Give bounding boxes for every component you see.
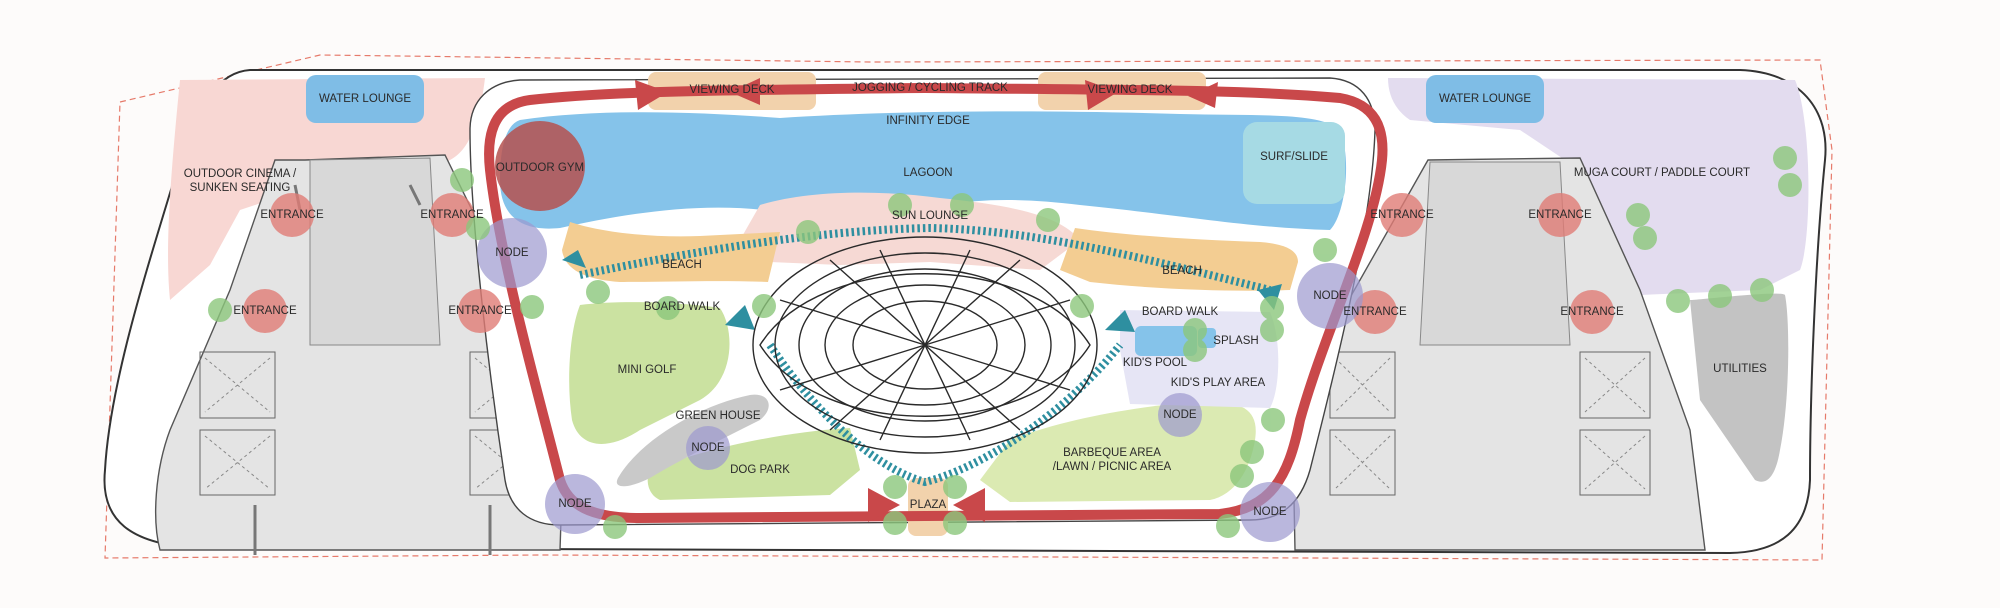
label-node-3: NODE — [691, 442, 725, 454]
board-walk-arrow-1 — [562, 250, 586, 268]
label-plaza: PLAZA — [910, 499, 947, 511]
node-marker-1 — [477, 218, 547, 288]
label-splash: SPLASH — [1213, 335, 1258, 347]
label-utilities: UTILITIES — [1713, 363, 1767, 375]
label-bbq-1: BARBEQUE AREA — [1063, 447, 1161, 459]
plaza-area — [908, 478, 948, 536]
label-lagoon: LAGOON — [903, 167, 952, 179]
track-arrow-4 — [1188, 82, 1218, 108]
label-board-walk-left: BOARD WALK — [644, 301, 721, 313]
mini-golf-lawn — [569, 302, 730, 444]
entrance-marker-4 — [458, 289, 502, 333]
label-dog-park: DOG PARK — [730, 464, 790, 476]
label-entrance-3: ENTRANCE — [233, 305, 297, 317]
muga-court-zone — [1388, 78, 1809, 295]
label-surf-slide: SURF/SLIDE — [1260, 151, 1328, 163]
label-water-lounge-left: WATER LOUNGE — [319, 93, 411, 105]
entrance-marker-8 — [1570, 290, 1614, 334]
label-entrance-2: ENTRANCE — [420, 209, 484, 221]
building-right-hatch — [1334, 357, 1646, 490]
label-green-house: GREEN HOUSE — [676, 410, 761, 422]
board-walk-arrow-2 — [725, 305, 755, 330]
track-arrow-2 — [730, 78, 760, 105]
label-outdoor-cinema-2: SUNKEN SEATING — [190, 182, 291, 194]
label-infinity-edge: INFINITY EDGE — [886, 115, 970, 127]
label-node-1: NODE — [495, 247, 529, 259]
track-arrow-5 — [868, 488, 900, 522]
node-marker-6 — [1240, 482, 1300, 542]
label-node-2: NODE — [558, 498, 592, 510]
label-outdoor-cinema-1: OUTDOOR CINEMA / — [184, 168, 297, 180]
label-node-5: NODE — [1313, 290, 1347, 302]
label-beach-right: BEACH — [1162, 265, 1202, 277]
label-viewing-deck-right: VIEWING DECK — [1088, 84, 1173, 96]
board-walk-arrow-3 — [1105, 310, 1135, 332]
trees — [208, 146, 1802, 539]
beach-left — [562, 222, 780, 282]
beach-right — [1060, 228, 1298, 291]
lagoon — [500, 111, 1347, 230]
label-board-walk-right: BOARD WALK — [1142, 306, 1219, 318]
label-node-6: NODE — [1253, 506, 1287, 518]
water-lounge-right — [1426, 75, 1544, 123]
building-right-core — [1419, 161, 1571, 346]
utilities-zone — [1690, 293, 1789, 482]
label-mini-golf: MINI GOLF — [618, 364, 677, 376]
node-marker-5 — [1297, 263, 1363, 329]
entrance-marker-3 — [243, 289, 287, 333]
label-entrance-4: ENTRANCE — [448, 305, 512, 317]
label-bbq-2: /LAWN / PICNIC AREA — [1053, 461, 1172, 473]
label-entrance-8: ENTRANCE — [1560, 306, 1624, 318]
building-right-detail — [1329, 351, 1651, 496]
board-walk — [579, 223, 1271, 487]
water-lounge-left — [306, 75, 424, 123]
label-jogging-track: JOGGING / CYCLING TRACK — [852, 82, 1008, 94]
track-arrow-3 — [1085, 80, 1118, 110]
sun-lounge — [740, 192, 1080, 270]
label-entrance-6: ENTRANCE — [1528, 209, 1592, 221]
surf-slide — [1243, 122, 1345, 204]
label-muga-court: MUGA COURT / PADDLE COURT — [1574, 167, 1750, 179]
entrance-marker-2 — [430, 193, 474, 237]
label-entrance-1: ENTRANCE — [260, 209, 324, 221]
central-canopy — [752, 236, 1098, 454]
label-sun-lounge: SUN LOUNGE — [892, 210, 968, 222]
label-water-lounge-right: WATER LOUNGE — [1439, 93, 1531, 105]
track-arrow-6 — [953, 488, 985, 522]
label-entrance-7: ENTRANCE — [1343, 306, 1407, 318]
node-marker-3 — [686, 426, 730, 470]
entrance-marker-6 — [1538, 193, 1582, 237]
label-node-4: NODE — [1163, 409, 1197, 421]
entrance-marker-1 — [270, 193, 314, 237]
label-kids-play-area: KID'S PLAY AREA — [1171, 377, 1266, 389]
label-entrance-5: ENTRANCE — [1370, 209, 1434, 221]
outdoor-gym — [495, 121, 585, 211]
building-left-core — [309, 157, 441, 346]
label-viewing-deck-left: VIEWING DECK — [690, 84, 775, 96]
building-left-walls — [253, 184, 492, 555]
label-outdoor-gym: OUTDOOR GYM — [496, 162, 584, 174]
label-beach-left: BEACH — [662, 259, 702, 271]
track-arrow-1 — [635, 80, 668, 110]
label-kids-pool: KID'S POOL — [1123, 357, 1188, 369]
kids-pool — [1135, 326, 1197, 356]
building-left-detail — [199, 351, 546, 496]
entrance-marker-7 — [1353, 290, 1397, 334]
entrance-marker-5 — [1380, 193, 1424, 237]
node-marker-2 — [545, 474, 605, 534]
node-marker-4 — [1158, 393, 1202, 437]
dog-park-lawn — [647, 428, 860, 500]
